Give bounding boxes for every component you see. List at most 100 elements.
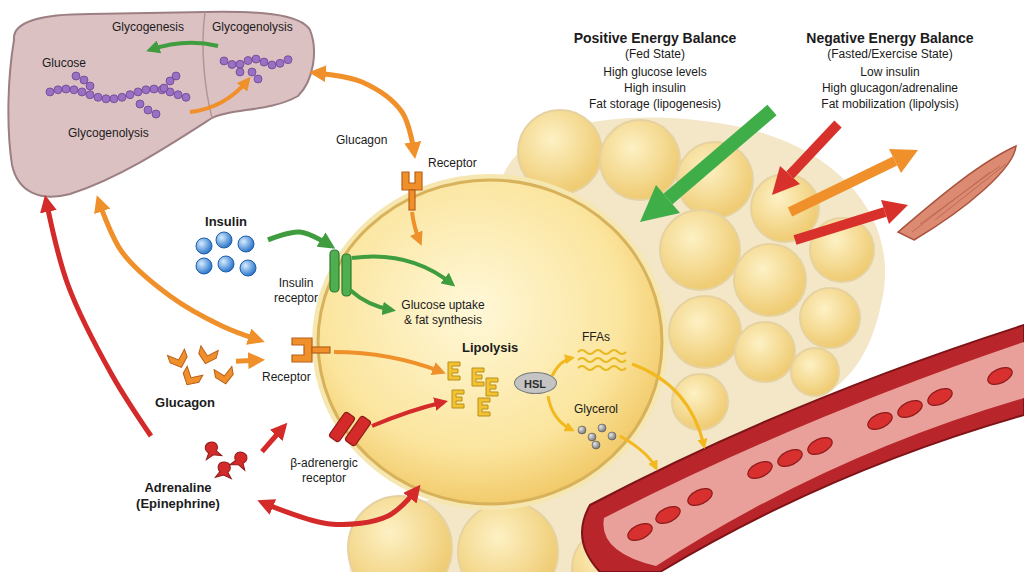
liver-arrow (150, 43, 248, 112)
lipase-symbol (486, 378, 498, 396)
glucagon-receptor-symbol (312, 347, 330, 353)
energy-arrow (790, 124, 838, 175)
signal-arrow (350, 290, 392, 310)
energy-arrow (640, 110, 918, 240)
glycogen-chain (172, 72, 180, 80)
red-blood-cell (985, 364, 1014, 388)
glycogen-chain (142, 86, 150, 94)
glycogen-chain (102, 95, 110, 103)
panel-heading: Positive Energy Balance (545, 30, 765, 47)
glycogen-chain (126, 91, 134, 99)
hormone-arrow (262, 489, 417, 525)
glycogen-chain (72, 72, 80, 80)
glycerol-symbol (578, 426, 586, 434)
fatty-acid-symbol (578, 350, 626, 370)
glycogen-chain (136, 100, 144, 108)
signal-arrow (334, 212, 704, 468)
insulin-receptor: Insulin receptor (268, 246, 352, 308)
signal-arrow (334, 352, 442, 372)
adrenaline-hormone: Adrenaline (Epinephrine) (132, 436, 262, 514)
signal-arrow (548, 396, 572, 430)
node-label: Glucagon (150, 395, 220, 411)
fat-cell (791, 348, 839, 396)
red-blood-cell (625, 520, 654, 544)
adrenaline-molecule (202, 440, 222, 460)
glucagon-receptor-symbol (292, 338, 312, 362)
beta-receptor-symbol (328, 411, 371, 446)
glycogen-chain (182, 93, 190, 101)
node-label: Adrenaline (Epinephrine) (132, 480, 224, 512)
fat-cell (315, 177, 665, 507)
glycogen-chain (94, 93, 102, 101)
insulin-molecule (196, 258, 212, 274)
node-label: FFAs (582, 330, 610, 345)
glycogen-chain (134, 88, 142, 96)
fat-cell (600, 120, 680, 200)
fat-cell (800, 288, 860, 348)
signal-arrow (372, 402, 444, 426)
glycogen-chain (248, 68, 256, 76)
hormone-arrow (236, 360, 260, 361)
energy-arrow (772, 166, 800, 195)
glycerol-symbol (598, 424, 606, 432)
glycogen-chain (110, 95, 118, 103)
muscle-fiber (898, 146, 1016, 240)
red-blood-cell (925, 385, 954, 409)
fat-cell (315, 177, 665, 507)
insulin-receptor-symbol (330, 250, 351, 296)
fat-cell (669, 296, 741, 368)
glycogen-chain (118, 93, 126, 101)
fat-cell (672, 374, 728, 430)
insulin-molecule (196, 238, 212, 254)
panel-note: (Fed State) (545, 47, 765, 62)
liver-arrow (150, 43, 218, 50)
glycogen-chain (276, 59, 284, 67)
glycogen-chain (174, 91, 182, 99)
signal-arrow (352, 256, 452, 284)
glycogen-chain (244, 57, 252, 65)
glycogen-chain (254, 75, 262, 83)
liver-arrow (190, 80, 248, 112)
insulin-molecule (218, 256, 234, 272)
node-label: Insulin (186, 214, 266, 230)
red-blood-cell (685, 485, 714, 509)
energy-arrow (795, 212, 885, 240)
beta-receptor-symbol (344, 415, 371, 446)
glucagon-hormone: Glucagon (150, 348, 236, 414)
hormone-arrow (268, 232, 331, 246)
signal-arrow (632, 364, 704, 446)
glycogen-chain (228, 60, 236, 68)
panel-note: Fat mobilization (lipolysis) (780, 97, 1000, 112)
adrenaline-molecule (230, 450, 251, 471)
insulin-molecule (216, 232, 232, 248)
glycerol-symbol (588, 433, 596, 441)
node-label: Lipolysis (462, 340, 518, 356)
energy-arrow (640, 185, 680, 222)
node-label: Glucose (42, 56, 86, 71)
liver-organ: GlycogenesisGlycogenolysisGlucoseGlycoge… (6, 10, 314, 200)
glycogen-chain (236, 68, 244, 76)
panel-note: High glucagon/adrenaline (780, 81, 1000, 96)
glucagon-molecule (179, 366, 203, 389)
fat-cell (735, 322, 795, 382)
panel-note: (Fasted/Exercise State) (780, 47, 1000, 62)
red-blood-cell (625, 364, 1014, 544)
glycogen-chain (78, 88, 86, 96)
lipase-symbol (478, 398, 490, 416)
glycogen-chain (62, 85, 70, 93)
red-blood-cell (895, 397, 924, 421)
insulin-receptor-symbol (330, 250, 339, 292)
energy-arrow (668, 110, 772, 199)
edge-label: Glucagon (336, 133, 387, 148)
red-blood-cell (745, 458, 774, 482)
blood-vessel (603, 342, 1024, 566)
insulin-molecule (196, 232, 256, 276)
glucagon-molecule (214, 367, 235, 386)
signal-arrow (552, 358, 572, 376)
lipase-symbol (448, 362, 498, 416)
node-label: β-adrenergic receptor (284, 456, 364, 486)
signal-arrow (412, 212, 420, 242)
glycogen-chain (86, 82, 94, 90)
node-label: Receptor (428, 156, 477, 171)
